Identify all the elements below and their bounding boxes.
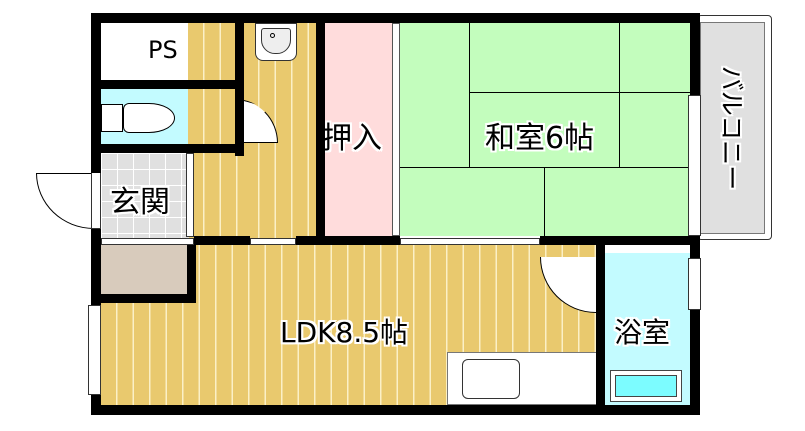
closet <box>325 23 395 236</box>
closet-label: 押入 <box>322 121 382 156</box>
outer-wall-right-mid <box>690 236 700 258</box>
tatami-line <box>400 167 690 168</box>
closet-sliding-door[interactable] <box>392 23 400 236</box>
hall-ldk-sliding-door[interactable] <box>250 238 296 245</box>
outer-wall-top <box>91 13 699 23</box>
toilet-bottom-wall <box>91 144 244 153</box>
tatami-line <box>469 92 690 93</box>
toilet-bowl-icon <box>123 103 175 133</box>
shoebox-wall-bottom <box>91 294 196 303</box>
balcony-label: バルコニー <box>717 65 746 191</box>
washitsu-ldk-sliding-door[interactable] <box>400 238 540 245</box>
balcony <box>700 22 765 234</box>
tatami-line <box>619 23 620 167</box>
washitsu-label: 和室6帖 <box>485 121 595 156</box>
tatami-line <box>544 167 545 236</box>
washitsu-floor <box>400 23 690 236</box>
bath-window[interactable] <box>688 258 701 310</box>
tatami-line <box>469 23 470 167</box>
hall-ldk-wall <box>194 236 250 245</box>
kitchen-sink-icon <box>462 359 520 399</box>
entrance-floor <box>101 153 189 240</box>
ps-toilet-wall <box>91 80 244 89</box>
outer-wall-left-upper <box>91 13 101 173</box>
sink-icon <box>255 23 297 61</box>
outer-wall-left-mid <box>91 229 101 305</box>
shoebox-wall-right <box>187 240 196 302</box>
closet-left-wall <box>316 13 325 245</box>
toilet-tank-icon <box>101 104 123 132</box>
entrance-door-leaf <box>91 172 101 229</box>
balcony-window[interactable] <box>688 95 701 236</box>
outer-wall-right-upper <box>690 13 700 95</box>
entrance-step-line <box>186 153 194 237</box>
ldk-label: LDK8.5帖 <box>280 316 409 349</box>
entrance-hall-sliding-door[interactable] <box>101 238 194 245</box>
entrance-label: 玄関 <box>110 185 170 220</box>
kitchen-counter <box>447 352 597 405</box>
ps-label: PS <box>148 36 178 64</box>
bath-wall-left <box>596 245 605 415</box>
washitsu-ldk-wall <box>540 236 700 245</box>
entrance-door[interactable] <box>36 173 94 229</box>
ldk-shoebox-cover <box>101 245 196 303</box>
ldk-window[interactable] <box>88 305 101 395</box>
outer-wall-right-lower <box>690 310 700 415</box>
bath-label: 浴室 <box>614 316 671 349</box>
bathtub <box>610 370 682 402</box>
hall-ldk-wall-2 <box>296 236 400 245</box>
outer-wall-bottom <box>91 405 699 415</box>
